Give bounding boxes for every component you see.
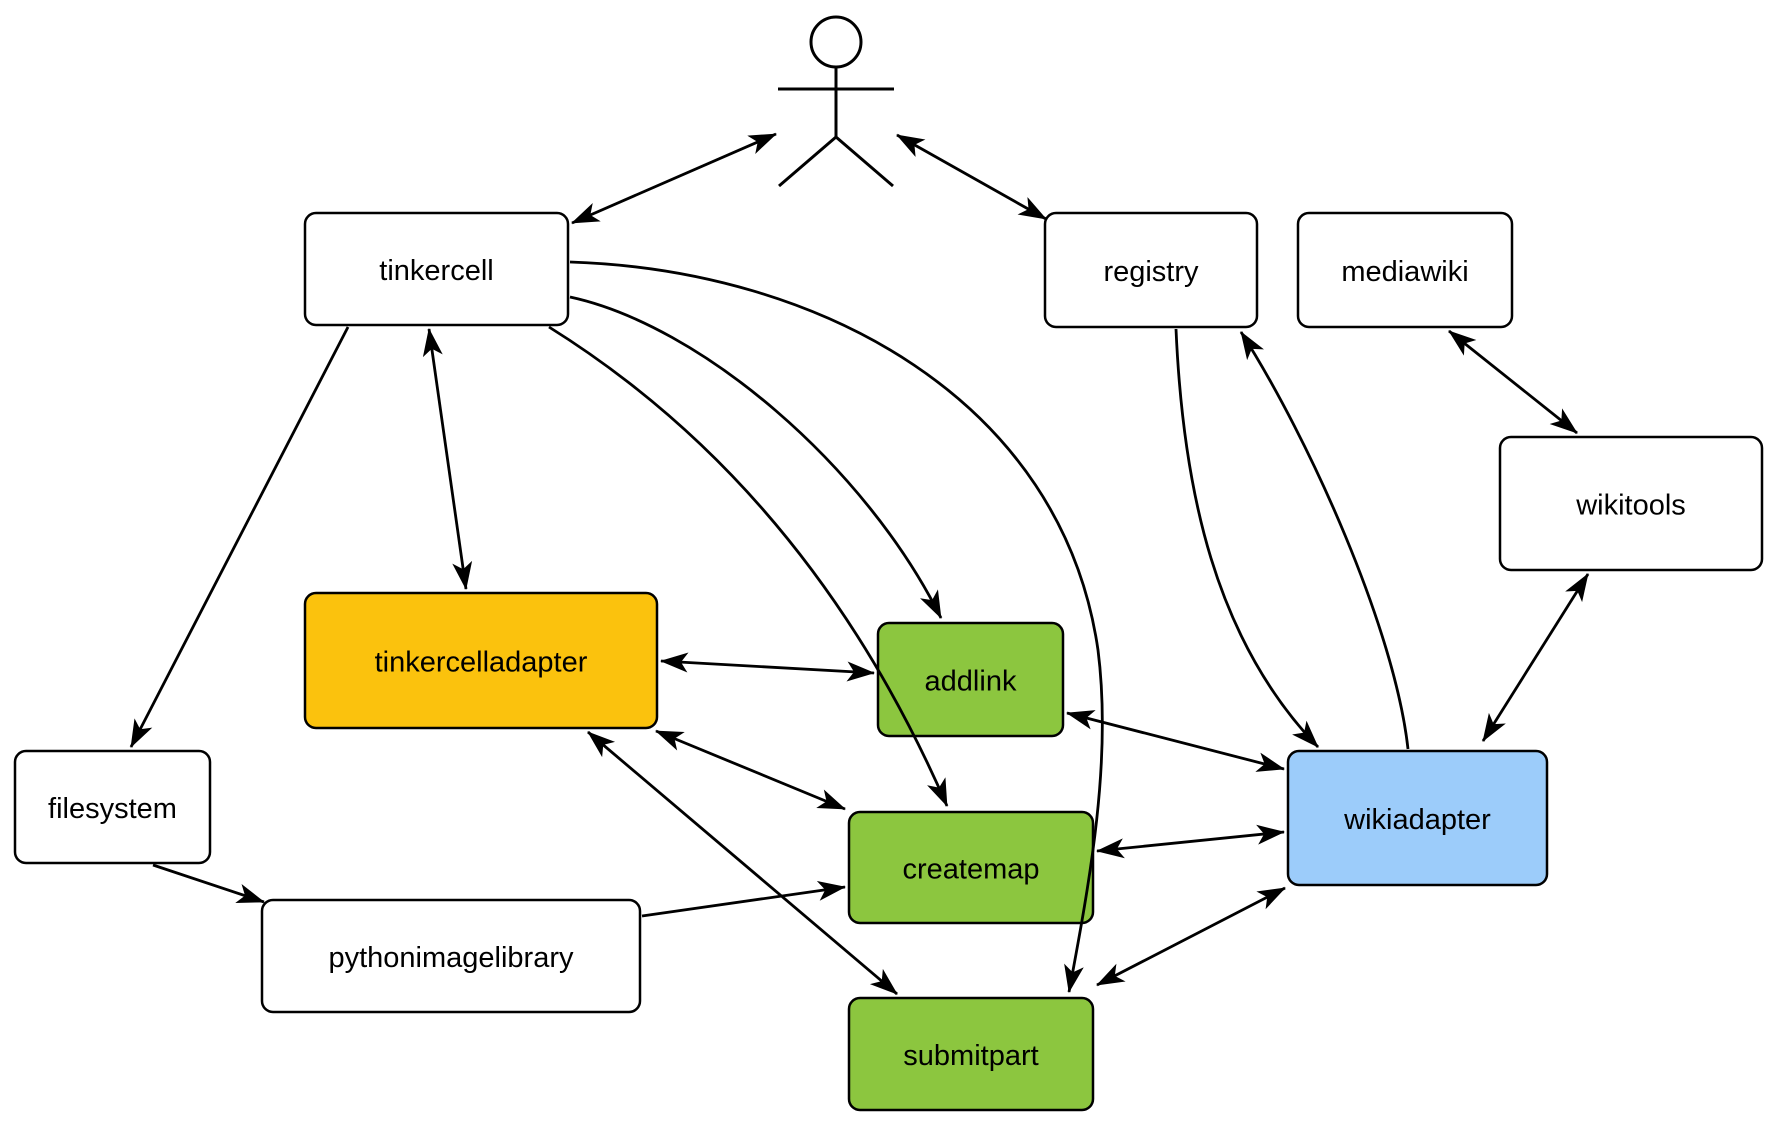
edge-tinkercell-tinkercelladapter [422,328,473,590]
edge-tinkercell-submitpart [569,260,1104,993]
node-submitpart-box [847,996,1095,1112]
node-wikiadapter-box [1286,749,1549,887]
actor-icon [778,15,894,188]
node-filesystem-label: filesystem [48,793,177,825]
node-wikiadapter: wikiadapter [1286,749,1549,887]
node-pythonimagelibrary: pythonimagelibrary [260,898,642,1014]
edge-wikitools-wikiadapter [1481,573,1590,742]
node-tinkercell-label: tinkercell [379,255,493,287]
node-mediawiki-box [1296,211,1514,329]
node-submitpart-label: submitpart [903,1040,1038,1072]
actor-leg-left [778,135,837,188]
edge-wikiadapter-registry [1239,331,1410,750]
node-tinkercell-box [303,211,570,327]
edge-addlink-wikiadapter [1066,710,1285,772]
nodes-layer: tinkercell registry mediawiki wikitools tink… [13,211,1764,1112]
actor-head [809,15,863,69]
edge-tinkercelladapter-createmap [655,729,846,811]
node-pythonimagelibrary-label: pythonimagelibrary [328,942,574,974]
edge-submitpart-wikiadapter [1096,886,1286,987]
edge-registry-wikiadapter [1174,328,1320,748]
node-createmap: createmap [847,810,1095,925]
node-registry: registry [1043,211,1259,329]
node-mediawiki: mediawiki [1296,211,1514,329]
node-addlink-label: addlink [925,666,1017,698]
edge-filesystem-pythonimagelibrary [152,863,265,904]
edge-tinkercelladapter-submitpart [587,730,898,996]
node-registry-box [1043,211,1259,329]
edge-registry-actor [896,133,1047,221]
node-tinkercelladapter: tinkercelladapter [303,591,659,730]
node-createmap-label: createmap [902,854,1039,886]
edge-tinkercell-createmap [548,325,949,807]
node-wikitools: wikitools [1498,435,1764,572]
node-tinkercelladapter-box [303,591,659,730]
node-registry-label: registry [1103,256,1199,288]
edge-mediawiki-wikitools [1448,329,1578,435]
node-submitpart: submitpart [847,996,1095,1112]
node-wikiadapter-label: wikiadapter [1343,804,1491,836]
edge-tinkercelladapter-addlink [660,652,875,682]
node-wikitools-label: wikitools [1575,490,1686,522]
node-wikitools-box [1498,435,1764,572]
node-filesystem-box [13,749,212,865]
node-mediawiki-label: mediawiki [1341,256,1468,288]
node-addlink-box [876,621,1065,738]
edge-tinkercell-addlink [569,295,943,619]
node-filesystem: filesystem [13,749,212,865]
edge-pythonimagelibrary-createmap [641,880,846,918]
edge-tinkercell-filesystem [129,326,350,748]
edge-tinkercell-actor [571,132,777,225]
edge-createmap-wikiadapter [1096,824,1285,859]
node-tinkercell: tinkercell [303,211,570,327]
actor-leg-right [835,135,894,188]
node-addlink: addlink [876,621,1065,738]
node-tinkercelladapter-label: tinkercelladapter [375,647,588,679]
edges-layer [129,132,1590,996]
